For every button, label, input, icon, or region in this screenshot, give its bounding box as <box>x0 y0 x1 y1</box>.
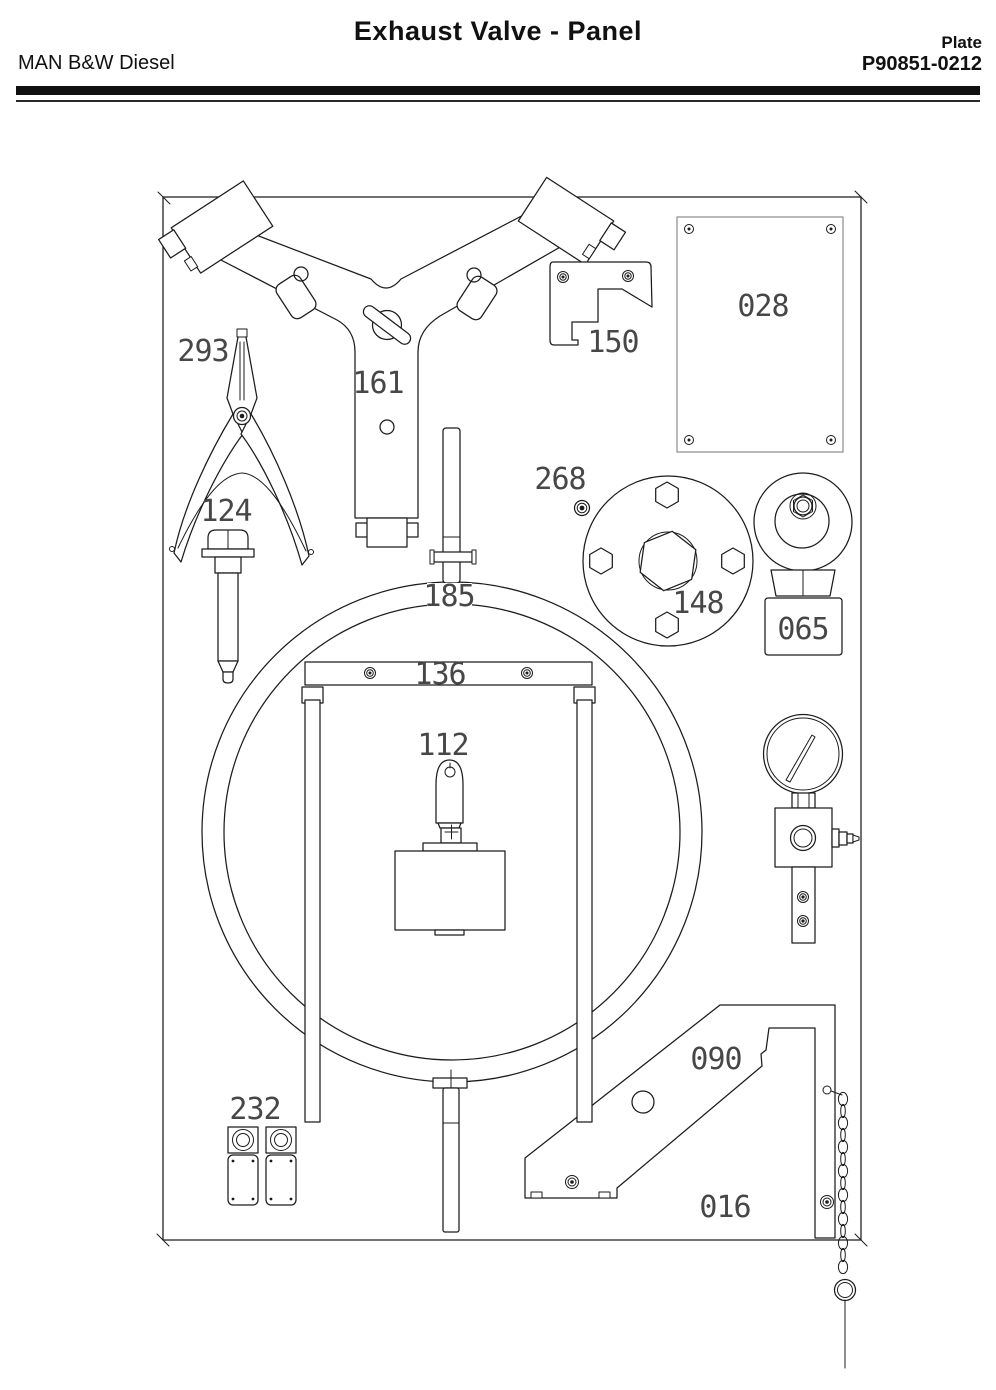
part-label-185: 185 <box>423 579 474 614</box>
part-label-232: 232 <box>229 1092 280 1127</box>
bracket-090-016: 090 016 <box>524 1004 836 1239</box>
screw-icon <box>557 271 569 283</box>
part-label-090: 090 <box>690 1042 741 1077</box>
y-spanner-161: 161 <box>157 176 627 548</box>
screw-icon <box>826 224 836 234</box>
screw-icon <box>364 667 376 679</box>
part-label-161: 161 <box>352 366 403 401</box>
part-label-112: 112 <box>417 728 468 763</box>
plate-028: 028 <box>676 216 844 453</box>
screw-icon <box>826 435 836 445</box>
lower-guide-rod <box>432 1069 468 1233</box>
part-label-268: 268 <box>534 462 585 497</box>
spindle-112: 112 <box>394 728 506 936</box>
pads-232: 232 <box>227 1092 297 1206</box>
gauge-needle <box>785 734 816 783</box>
screw-icon <box>684 435 694 445</box>
bracket-150: 150 <box>549 261 653 360</box>
part-label-016: 016 <box>699 1190 750 1225</box>
part-label-028: 028 <box>737 289 788 324</box>
circlip-pliers-293: 293 <box>169 328 314 566</box>
panel-border <box>156 190 868 1247</box>
page-title: Exhaust Valve - Panel <box>353 16 643 46</box>
header-rule-thick <box>16 86 980 95</box>
bolt-icon <box>820 1195 834 1209</box>
plate-info: Plate P90851-0212 <box>862 33 982 76</box>
screw-icon <box>622 270 634 282</box>
header-rule-thin <box>16 100 980 102</box>
part-label-124: 124 <box>200 494 251 529</box>
arm-pad <box>275 274 317 320</box>
arm-pad <box>456 275 498 321</box>
top-guide-rod: 185 <box>423 427 477 614</box>
part-label-136: 136 <box>414 657 465 692</box>
flange-148: 148 <box>582 475 754 647</box>
chain-assembly <box>822 1085 857 1369</box>
crossbar-136: 136 <box>301 657 596 1123</box>
screw-268: 268 <box>534 462 591 517</box>
bolt-icon <box>797 915 809 927</box>
clamp-block <box>157 180 274 274</box>
pressure-gauge <box>762 713 860 944</box>
chain-links <box>837 1091 849 1275</box>
bolt-icon <box>565 1175 579 1189</box>
screw-icon <box>684 224 694 234</box>
screw-icon <box>521 667 533 679</box>
part-label-065: 065 <box>777 612 828 647</box>
lifting-eye-065: 065 <box>753 472 853 656</box>
part-label-150: 150 <box>587 325 638 360</box>
bolt-icon <box>797 891 809 903</box>
bolt-124: 124 <box>200 494 255 684</box>
clamp-block <box>517 176 627 266</box>
plate-label: Plate <box>941 33 982 52</box>
part-label-293: 293 <box>177 334 228 369</box>
company-name: MAN B&W Diesel <box>18 52 175 74</box>
part-label-148: 148 <box>672 586 723 621</box>
toggle-handle <box>362 305 412 345</box>
plate-number: P90851-0212 <box>861 52 982 75</box>
